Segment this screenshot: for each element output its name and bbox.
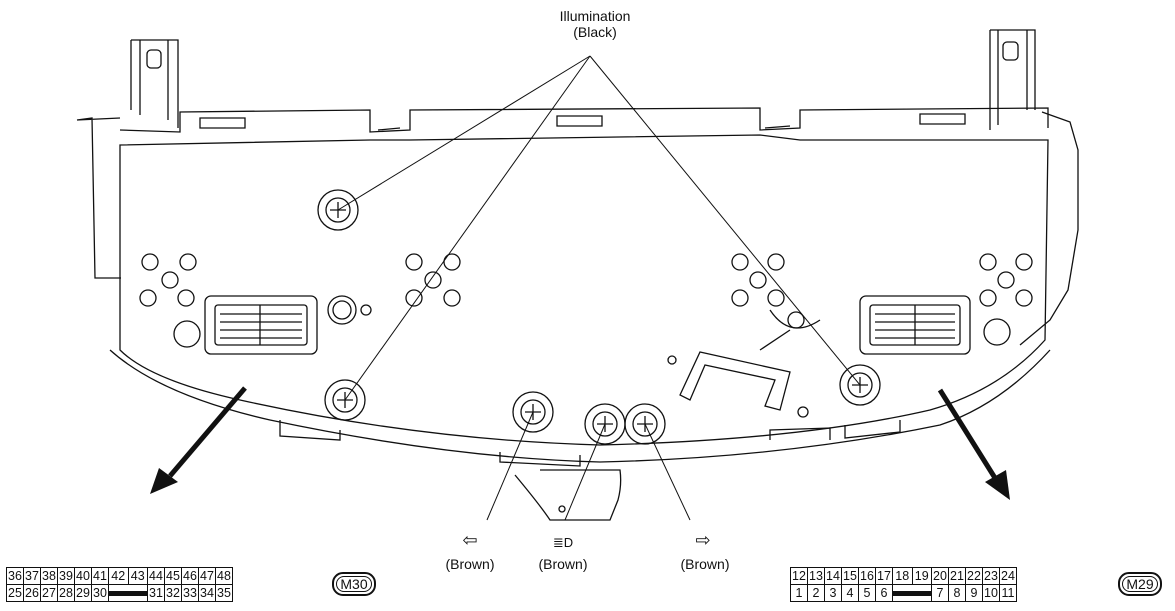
pin-cell: 9 — [965, 584, 983, 602]
pin-cell: 3 — [824, 584, 842, 602]
right-tab-hole — [1002, 41, 1019, 61]
pin-cell: 25 — [6, 584, 24, 602]
pin-cell: 29 — [74, 584, 92, 602]
pin-cell: 43 — [127, 567, 148, 585]
connector-m30-bottom-row: 25 26 27 28 29 30 31 32 33 34 35 — [6, 584, 233, 602]
pin-cell: 27 — [40, 584, 58, 602]
lower-tabs — [279, 420, 901, 467]
left-small-hole — [360, 304, 372, 316]
mounting-holes — [139, 253, 1033, 329]
pin-cell: 46 — [181, 567, 199, 585]
pin-cell: 24 — [999, 567, 1017, 585]
pin-cell: 32 — [164, 584, 182, 602]
left-turn-label: (Brown) — [445, 556, 495, 572]
pin-cell: 41 — [91, 567, 109, 585]
connector-lock — [892, 584, 932, 602]
pin-cell: 35 — [215, 584, 233, 602]
outer-housing — [76, 111, 1079, 346]
pin-cell: 37 — [23, 567, 41, 585]
center-arc — [759, 309, 821, 351]
pin-cell: 7 — [931, 584, 949, 602]
pin-cell: 12 — [790, 567, 808, 585]
pin-cell: 22 — [965, 567, 983, 585]
right-connector-pins — [875, 305, 955, 345]
pin-cell: 11 — [999, 584, 1017, 602]
pin-cell: 23 — [982, 567, 1000, 585]
left-round-boss — [173, 320, 201, 348]
pin-cell: 31 — [147, 584, 165, 602]
pin-cell: 18 — [892, 567, 913, 585]
pin-cell: 28 — [57, 584, 75, 602]
left-screw-boss — [327, 295, 357, 325]
pin-cell: 48 — [215, 567, 233, 585]
center-wire-frame — [679, 351, 791, 411]
top-rim — [119, 107, 1049, 133]
connector-lock — [108, 584, 148, 602]
pin-cell: 10 — [982, 584, 1000, 602]
center-small-hole — [797, 406, 809, 418]
illumination-label-line2: (Black) — [573, 24, 617, 40]
view-arrow-right — [937, 388, 1010, 500]
pin-cell: 4 — [841, 584, 859, 602]
connector-m30-id: M30 — [332, 572, 376, 596]
lower-bracket-hole — [558, 505, 566, 513]
pin-cell: 19 — [911, 567, 932, 585]
pin-cell: 6 — [875, 584, 893, 602]
pin-cell: 33 — [181, 584, 199, 602]
pin-cell: 14 — [824, 567, 842, 585]
pin-cell: 45 — [164, 567, 182, 585]
illumination-label: Illumination (Black) — [540, 8, 650, 40]
pin-cell: 42 — [108, 567, 129, 585]
right-round-boss — [983, 318, 1011, 346]
leader-lines — [337, 55, 861, 521]
pin-cell: 17 — [875, 567, 893, 585]
left-connector-inner — [214, 304, 308, 346]
right-mounting-tab — [989, 29, 1036, 130]
connector-m30-top-row: 36 37 38 39 40 41 42 43 44 45 46 47 48 — [6, 567, 233, 585]
connector-m30-pinout: 36 37 38 39 40 41 42 43 44 45 46 47 48 2… — [6, 567, 233, 602]
back-plate — [119, 134, 1049, 446]
left-screw-boss-inner — [332, 300, 352, 320]
left-connector-housing — [204, 295, 318, 355]
pin-cell: 39 — [57, 567, 75, 585]
pin-cell: 16 — [858, 567, 876, 585]
view-arrow-left — [150, 386, 247, 494]
center-small-hole-2 — [667, 355, 677, 365]
top-rim-detail — [199, 113, 966, 131]
connector-m29-id: M29 — [1118, 572, 1162, 596]
headlamp-symbol: ≣D — [552, 535, 574, 550]
connector-m29-pinout: 12 13 14 15 16 17 18 19 20 21 22 23 24 1… — [790, 567, 1017, 602]
left-connector-pins — [220, 305, 302, 345]
pin-cell: 44 — [147, 567, 165, 585]
pin-cell: 1 — [790, 584, 808, 602]
headlamp-label: (Brown) — [538, 556, 588, 572]
pin-cell: 36 — [6, 567, 24, 585]
pin-cell: 8 — [948, 584, 966, 602]
left-tab-hole — [146, 49, 162, 69]
pin-cell: 5 — [858, 584, 876, 602]
lower-bracket — [514, 469, 622, 521]
pin-cell: 47 — [198, 567, 216, 585]
connector-m29-bottom-row: 1 2 3 4 5 6 7 8 9 10 11 — [790, 584, 1017, 602]
pin-cell: 38 — [40, 567, 58, 585]
bulb-socket-illumination-2 — [324, 379, 366, 421]
pin-cell: 26 — [23, 584, 41, 602]
pin-cell: 20 — [931, 567, 949, 585]
pin-cell: 2 — [807, 584, 825, 602]
pin-cell: 34 — [198, 584, 216, 602]
pin-cell: 13 — [807, 567, 825, 585]
left-turn-symbol: ⇦ — [462, 530, 478, 550]
right-turn-symbol: ⇨ — [695, 530, 711, 550]
left-mounting-tab — [130, 39, 179, 128]
pin-cell: 15 — [841, 567, 859, 585]
connector-m29-top-row: 12 13 14 15 16 17 18 19 20 21 22 23 24 — [790, 567, 1017, 585]
pin-cell: 21 — [948, 567, 966, 585]
right-connector-housing — [859, 295, 971, 355]
pin-cell: 40 — [74, 567, 92, 585]
pin-cell: 30 — [91, 584, 109, 602]
right-turn-label: (Brown) — [680, 556, 730, 572]
illumination-label-line1: Illumination — [559, 8, 631, 24]
back-plate-lower-edge — [109, 349, 1051, 463]
